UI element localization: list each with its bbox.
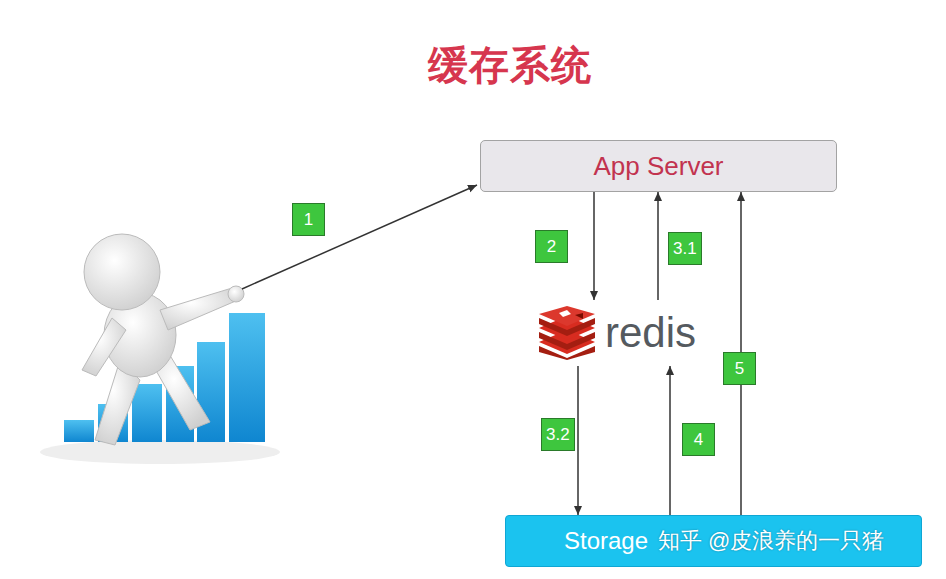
flow-arrow: [593, 192, 595, 300]
node-label: App Server: [593, 151, 723, 182]
flow-arrow: [669, 366, 671, 515]
callout-number: 5: [723, 352, 756, 385]
node-label: Storage: [564, 527, 648, 555]
redis-logo: redis: [537, 300, 733, 366]
diagram-title: 缓存系统: [428, 38, 592, 93]
server-box: App Server: [480, 140, 837, 192]
callout-number: 3.1: [668, 232, 702, 265]
flow-arrow: [577, 366, 579, 515]
watermark: 知乎 @皮浪养的一只猪: [658, 526, 884, 556]
node-label: redis: [605, 309, 696, 357]
callout-number: 3.2: [541, 418, 575, 451]
callout-number: 4: [682, 423, 715, 456]
ground-shadow: [40, 440, 280, 464]
person-figure: [82, 234, 244, 445]
flow-arrow: [657, 192, 659, 300]
pointer-arrow: [242, 185, 477, 289]
callout-number: 2: [535, 230, 568, 263]
callout-number: 1: [292, 203, 325, 236]
redis-cube-icon: [537, 306, 597, 360]
